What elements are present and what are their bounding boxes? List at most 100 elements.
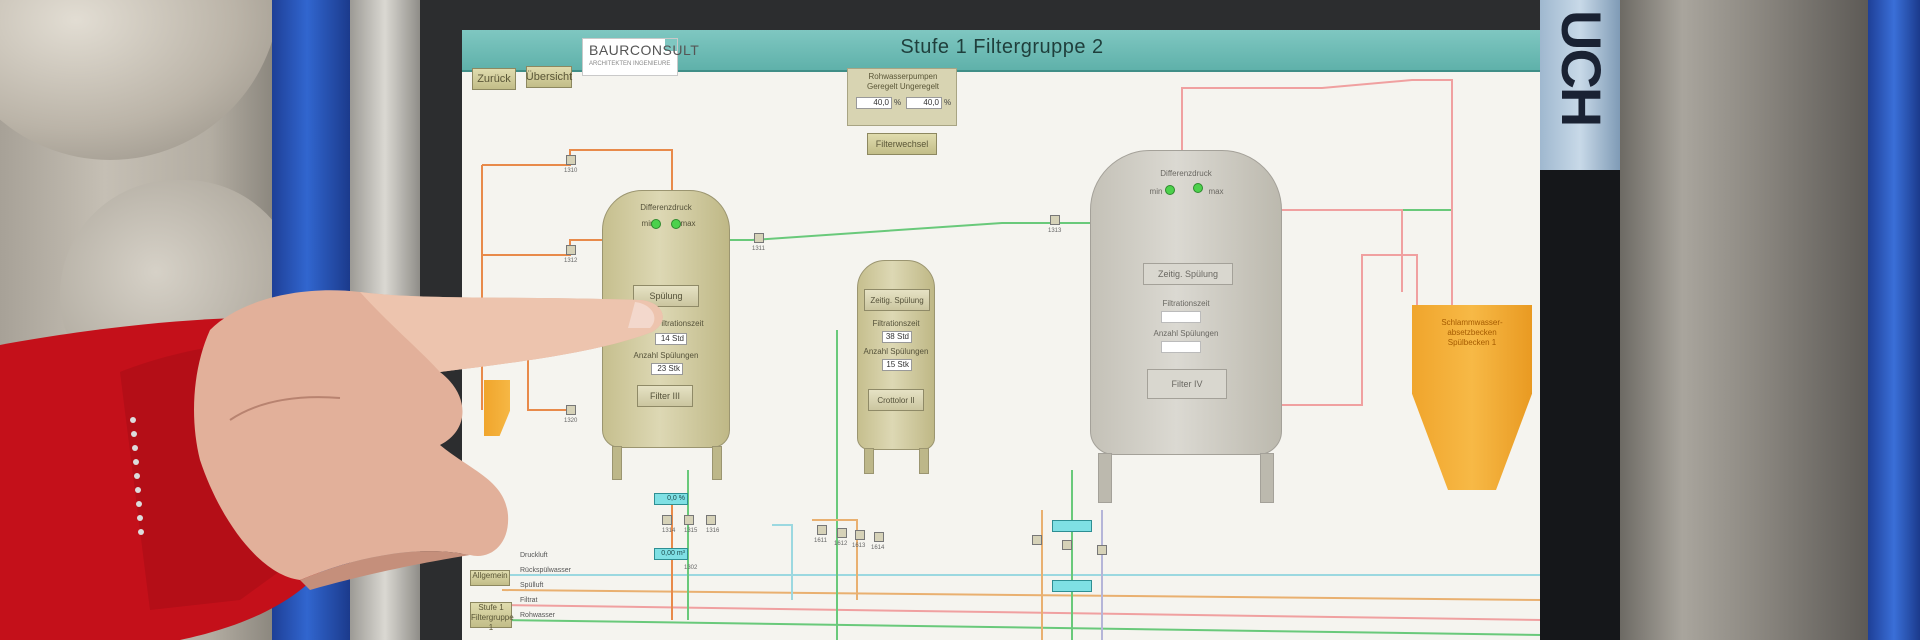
- valve-1310-icon[interactable]: [566, 155, 576, 165]
- cabinet-label-text: UCH: [1550, 10, 1613, 126]
- diff-pressure-label-right: Differenzdruck: [1160, 169, 1212, 178]
- tank-middle-leg-1: [864, 448, 874, 474]
- line-bottom-2: [501, 589, 1542, 601]
- knuckle-crease: [229, 396, 341, 421]
- valve-1316-icon[interactable]: [706, 515, 716, 525]
- valve-right-3-icon[interactable]: [1097, 545, 1107, 555]
- max-label-right: max: [1208, 187, 1224, 196]
- line-bottom-4: [501, 619, 1542, 636]
- valve-1310-label: 1310: [564, 168, 578, 174]
- fingernail: [628, 302, 655, 328]
- tank-left-leg-2: [712, 446, 722, 480]
- sleeve-reflective-dots: [130, 417, 144, 535]
- valve-1313-icon[interactable]: [1050, 215, 1060, 225]
- legend-compressed-air: Druckluft: [520, 552, 548, 559]
- filtration-time-value-middle: 38 Std: [882, 331, 912, 343]
- filtration-time-value-right: [1161, 311, 1201, 323]
- cabinet-frame-right: [1620, 0, 1870, 640]
- legend-filtrate: Filtrat: [520, 597, 538, 604]
- valve-1315-icon[interactable]: [684, 515, 694, 525]
- rinses-count-value: 23 Stk: [651, 363, 683, 375]
- filter-tank-middle: Zeitig. Spülung Filtrationszeit 38 Std A…: [857, 260, 935, 450]
- valve-right-1-icon[interactable]: [1062, 540, 1072, 550]
- valve-1302-label: 1302: [684, 565, 698, 571]
- rinses-count-value-right: [1161, 341, 1201, 353]
- valve-1315-label: 1315: [684, 528, 698, 534]
- level-value-left: 0,0 %: [654, 493, 688, 505]
- tank-middle-leg-2: [919, 448, 929, 474]
- hand-skin: [194, 290, 663, 580]
- rinse-button-left[interactable]: Spülung: [633, 285, 699, 307]
- line-left-top: [482, 149, 673, 230]
- cabinet-blue-rail-right: [1868, 0, 1920, 640]
- valve-1611-icon[interactable]: [817, 525, 827, 535]
- valve-1312-icon[interactable]: [566, 245, 576, 255]
- tank-right-leg-1: [1098, 453, 1112, 503]
- filter-name-button-left[interactable]: Filter III: [637, 385, 693, 407]
- volume-value-right: [1052, 580, 1092, 592]
- line-middle-orange: [812, 519, 858, 600]
- thumb-shadow: [300, 551, 470, 590]
- cabinet-black-strip: [1540, 170, 1620, 640]
- raw-water-columns: Geregelt Ungeregelt: [848, 82, 958, 91]
- legend-backwash-water: Rückspülwasser: [520, 567, 571, 574]
- min-led-icon: [651, 219, 661, 229]
- filter-name-button-middle[interactable]: Crottolor II: [868, 389, 924, 411]
- col-regulated: Geregelt: [866, 82, 898, 91]
- max-led-right-icon: [1193, 183, 1203, 193]
- valve-1612-icon[interactable]: [837, 528, 847, 538]
- valve-right-2-icon[interactable]: [1032, 535, 1042, 545]
- valve-1314-icon[interactable]: [662, 515, 672, 525]
- logo-mark-icon: [665, 39, 677, 51]
- max-led-icon: [671, 219, 681, 229]
- line-pink-mid: [1242, 209, 1403, 292]
- min-label-right: min: [1149, 187, 1163, 196]
- filtration-time-label: Filtrationszeit: [656, 319, 704, 328]
- valve-1311-label: 1311: [752, 246, 765, 252]
- filtration-time-value: 14 Std: [655, 333, 687, 345]
- legend-rinse-air: Spülluft: [520, 582, 544, 589]
- overview-button[interactable]: Übersicht: [526, 66, 572, 88]
- logo-tagline: ARCHITEKTEN INGENIEURE: [589, 61, 671, 67]
- valve-1614-icon[interactable]: [874, 532, 884, 542]
- regulated-unit: %: [894, 98, 902, 107]
- filter-name-button-right[interactable]: Filter IV: [1147, 369, 1227, 399]
- logo-name: BAURCONSULT: [589, 42, 700, 58]
- diff-pressure-label: Differenzdruck: [640, 203, 692, 212]
- valve-1613-icon[interactable]: [855, 530, 865, 540]
- unregulated-unit: %: [944, 98, 952, 107]
- filtration-time-label-middle: Filtrationszeit: [872, 319, 920, 328]
- legend-raw-water: Rohwasser: [520, 612, 556, 619]
- line-pink-top: [1181, 79, 1453, 320]
- rinses-count-label-right: Anzahl Spülungen: [1153, 329, 1219, 338]
- page-title: Stufe 1 Filtergruppe 2: [900, 36, 1104, 58]
- rinses-count-label-middle: Anzahl Spülungen: [863, 347, 929, 356]
- unregulated-value: 40,0: [906, 97, 942, 109]
- filtration-time-label-right: Filtrationszeit: [1162, 299, 1210, 308]
- valve-1320-icon[interactable]: [566, 405, 576, 415]
- index-finger: [360, 292, 663, 372]
- valve-1612-label: 1612: [834, 541, 848, 547]
- col-unregulated: Ungeregelt: [899, 82, 940, 91]
- raw-water-panel: Rohwasserpumpen Geregelt Ungeregelt 40,0…: [847, 68, 957, 126]
- stage-filtergroup-button[interactable]: Stufe 1 Filtergruppe 1: [470, 602, 514, 632]
- valve-1313-label: 1313: [1048, 228, 1062, 234]
- valve-1316-label: 1316: [706, 528, 720, 534]
- valve-1320-label: 1320: [564, 418, 578, 424]
- timed-rinse-button-right[interactable]: Zeitig. Spülung: [1143, 263, 1233, 285]
- general-button[interactable]: Allgemein: [470, 570, 510, 586]
- valve-1312-label: 1312: [564, 258, 578, 264]
- level-value-right: [1052, 520, 1092, 532]
- tank-left-leg-1: [612, 446, 622, 480]
- volume-value-left: 0,00 m³: [654, 548, 688, 560]
- valve-1311-icon[interactable]: [754, 233, 764, 243]
- min-led-right-icon: [1165, 185, 1175, 195]
- back-button[interactable]: Zurück: [472, 68, 516, 90]
- timed-rinse-button-middle[interactable]: Zeitig. Spülung: [864, 289, 930, 311]
- valve-1614-label: 1614: [871, 545, 885, 551]
- tank-right-leg-2: [1260, 453, 1274, 503]
- max-label: max: [680, 219, 696, 228]
- line-bottom-3: [501, 604, 1542, 621]
- filter-change-button[interactable]: Filterwechsel: [867, 133, 937, 155]
